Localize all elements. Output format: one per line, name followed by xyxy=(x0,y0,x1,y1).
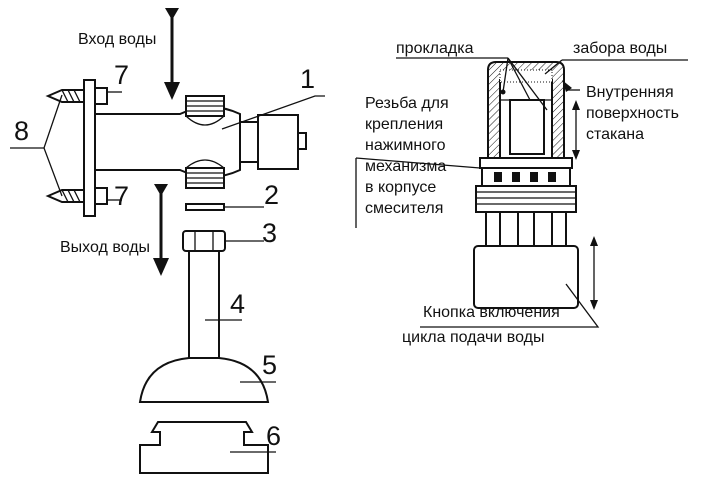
water-outlet-label: Выход воды xyxy=(60,239,150,256)
union-nut xyxy=(182,230,226,252)
cartridge-piston xyxy=(509,99,545,155)
outlet-pipe xyxy=(188,250,220,363)
callout-leaders xyxy=(10,91,325,453)
button-cap xyxy=(257,114,299,170)
callout-1: 1 xyxy=(300,64,315,94)
callout-6: 6 xyxy=(266,421,281,451)
thread-label-5: в корпусе xyxy=(365,179,436,196)
button-collar xyxy=(239,121,259,163)
water-inlet-label: Вход воды xyxy=(78,31,156,48)
inner-surface-label-2: поверхность xyxy=(586,105,679,122)
callout-4: 4 xyxy=(230,289,245,319)
inner-surface-label-3: стакана xyxy=(586,126,644,143)
bell-flange xyxy=(138,357,270,403)
callout-8: 8 xyxy=(14,116,29,146)
thread-label-3: нажимного xyxy=(365,137,446,154)
callout-5: 5 xyxy=(262,350,277,380)
callout-2: 2 xyxy=(264,180,279,210)
right-leaders xyxy=(355,57,688,328)
stem-frame xyxy=(485,211,567,247)
start-button xyxy=(473,245,579,309)
inlet-arrow-icon xyxy=(164,8,180,100)
thread-label-6: смесителя xyxy=(365,200,443,217)
thread-label-4: механизма xyxy=(365,158,446,175)
intake-filter xyxy=(499,69,553,83)
callout-7-bottom: 7 xyxy=(114,181,129,211)
thread-label-2: крепления xyxy=(365,116,443,133)
left-assembly-diagram: Вход воды Выход воды xyxy=(10,8,325,474)
inner-surface-label-1: Внутренняя xyxy=(586,84,674,101)
gasket-label: прокладка xyxy=(396,40,474,57)
outlet-arrow-icon xyxy=(153,184,169,276)
button-label-1: Кнопка включения xyxy=(423,304,560,321)
button-travel-arrow-icon xyxy=(590,236,598,310)
wall-plate xyxy=(83,79,96,217)
gasket-washer xyxy=(185,203,225,211)
button-tip xyxy=(297,132,307,150)
cup-travel-arrow-icon xyxy=(572,100,580,160)
button-label-2: цикла подачи воды xyxy=(402,329,544,346)
outlet-fitting xyxy=(185,159,225,189)
inner-surface-pointer-icon xyxy=(562,80,572,92)
thread-label-1: Резьба для xyxy=(365,95,449,112)
callout-7-top: 7 xyxy=(114,60,129,90)
intake-label: забора воды xyxy=(573,40,667,57)
mount-thread xyxy=(475,185,577,213)
screw-top xyxy=(45,87,108,105)
callout-3: 3 xyxy=(262,218,277,248)
mixer-body xyxy=(94,106,241,178)
inlet-fitting xyxy=(185,95,225,126)
right-cartridge-diagram: прокладка забора воды Внутренняя поверхн… xyxy=(355,40,688,346)
collar-ring xyxy=(479,157,573,169)
screw-bottom xyxy=(45,187,108,205)
drain-cup xyxy=(139,421,269,474)
